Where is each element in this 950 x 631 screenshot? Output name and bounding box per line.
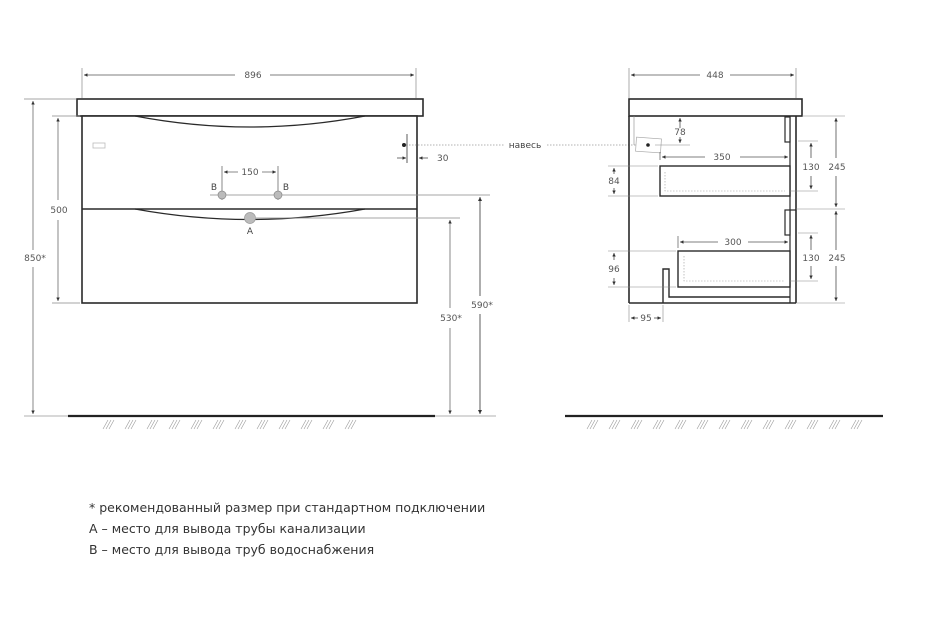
cutout-dimension: 95 (640, 314, 651, 324)
note-recommended-size: * рекомендованный размер при стандартном… (89, 500, 486, 515)
floor-hatch-side (586, 419, 863, 430)
water-pipe-left-icon (217, 190, 227, 200)
drain-pipe-icon (244, 212, 256, 224)
hanger-bracket-point-icon (646, 143, 650, 147)
lower-drawer (677, 250, 791, 288)
upper-drawer-offset-dimension: 84 (608, 177, 620, 187)
pipe-spacing-dimension: 150 (241, 168, 258, 178)
hanger-point-icon (402, 143, 406, 147)
total-height-dimension: 850* (24, 254, 46, 264)
body-height-dimension: 500 (50, 206, 67, 216)
marker-b-left: B (211, 183, 217, 193)
upper-handle (784, 116, 791, 143)
marker-a: A (247, 227, 254, 237)
water-pipe-right-icon (273, 190, 283, 200)
lower-drawer-depth-dimension: 300 (724, 238, 741, 248)
side-view: 448 78 350 84 (565, 68, 883, 430)
hanger-offset-dimension: 30 (437, 154, 449, 164)
lower-drawer-inner-dimension: 130 (802, 254, 819, 264)
hanger-label: навесь (509, 141, 542, 151)
floor-hatch (102, 419, 357, 430)
hanger-drop-dimension: 78 (674, 128, 686, 138)
lower-drawer-offset-dimension: 96 (608, 265, 620, 275)
countertop (76, 98, 424, 117)
countertop-side (628, 98, 803, 117)
logo-mark (92, 142, 106, 149)
water-height-dimension: 590* (471, 301, 493, 311)
upper-drawer (659, 165, 791, 197)
front-view: 896 навесь 30 150 B B (24, 68, 650, 430)
note-drain-a: А – место для вывода трубы канализации (89, 521, 366, 536)
drain-height-dimension: 530* (440, 314, 462, 324)
width-dimension: 896 (244, 71, 261, 81)
upper-section-dimension: 245 (828, 163, 845, 173)
upper-drawer-depth-dimension: 350 (713, 153, 730, 163)
lower-handle (784, 209, 791, 236)
marker-b-right: B (283, 183, 289, 193)
siphon-cutout (662, 268, 790, 303)
upper-drawer-inner-dimension: 130 (802, 163, 819, 173)
legend-notes: * рекомендованный размер при стандартном… (89, 497, 485, 560)
lower-section-dimension: 245 (828, 254, 845, 264)
depth-dimension: 448 (706, 71, 723, 81)
note-water-b: В – место для вывода труб водоснабжения (89, 542, 375, 557)
